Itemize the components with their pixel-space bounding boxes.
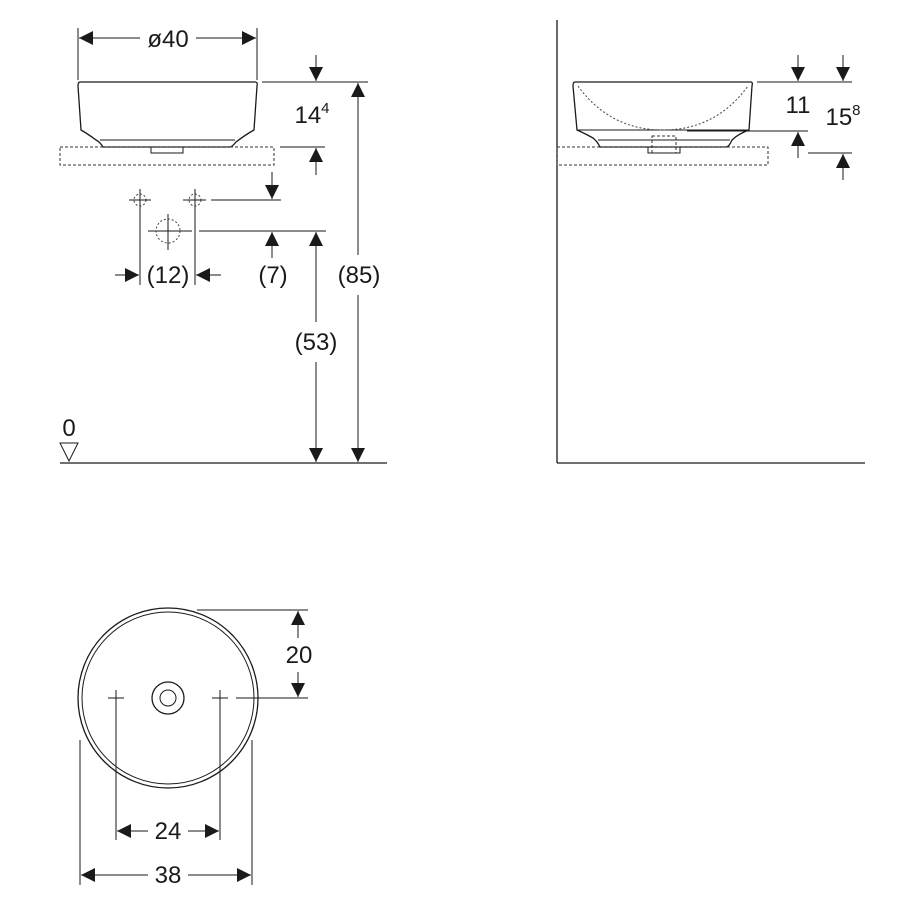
width-label: 38 <box>155 862 182 889</box>
drain-height-label: (53) <box>295 329 338 356</box>
tap-hole-right <box>212 690 228 840</box>
diameter-label: ø40 <box>147 26 188 53</box>
drain-inner <box>159 689 177 707</box>
total-height-label: 158 <box>825 102 860 131</box>
depth-label: 20 <box>286 642 313 669</box>
basin-rim <box>77 607 259 789</box>
basin-outline-side <box>572 81 753 148</box>
drain-outlet-side <box>647 146 681 154</box>
inner-height-label: 11 <box>786 92 811 119</box>
tap-hole-left <box>108 690 124 840</box>
tap-spacing-label: (12) <box>147 262 190 289</box>
overall-height-label: (85) <box>338 262 381 289</box>
drain-outlet <box>150 146 184 154</box>
drain-outer <box>151 681 185 715</box>
basin-outline-front <box>77 81 258 148</box>
countertop-side <box>556 146 769 166</box>
tap-holes-spacing-label: 24 <box>155 818 182 845</box>
floor-level-label: 0 <box>62 415 75 442</box>
drain-crosshair <box>148 214 192 250</box>
side-view: 11 158 <box>556 20 865 464</box>
bowl-height-label: 144 <box>294 100 329 129</box>
countertop <box>59 146 275 166</box>
level-triangle-icon <box>59 442 79 463</box>
tap-hole-crosshair-right <box>183 189 206 285</box>
plan-view: 20 24 38 <box>77 607 313 889</box>
front-view: ø40 144 (12) <box>59 26 387 464</box>
tap-offset-label: (7) <box>258 262 287 289</box>
tap-hole-crosshair-left <box>129 189 151 285</box>
